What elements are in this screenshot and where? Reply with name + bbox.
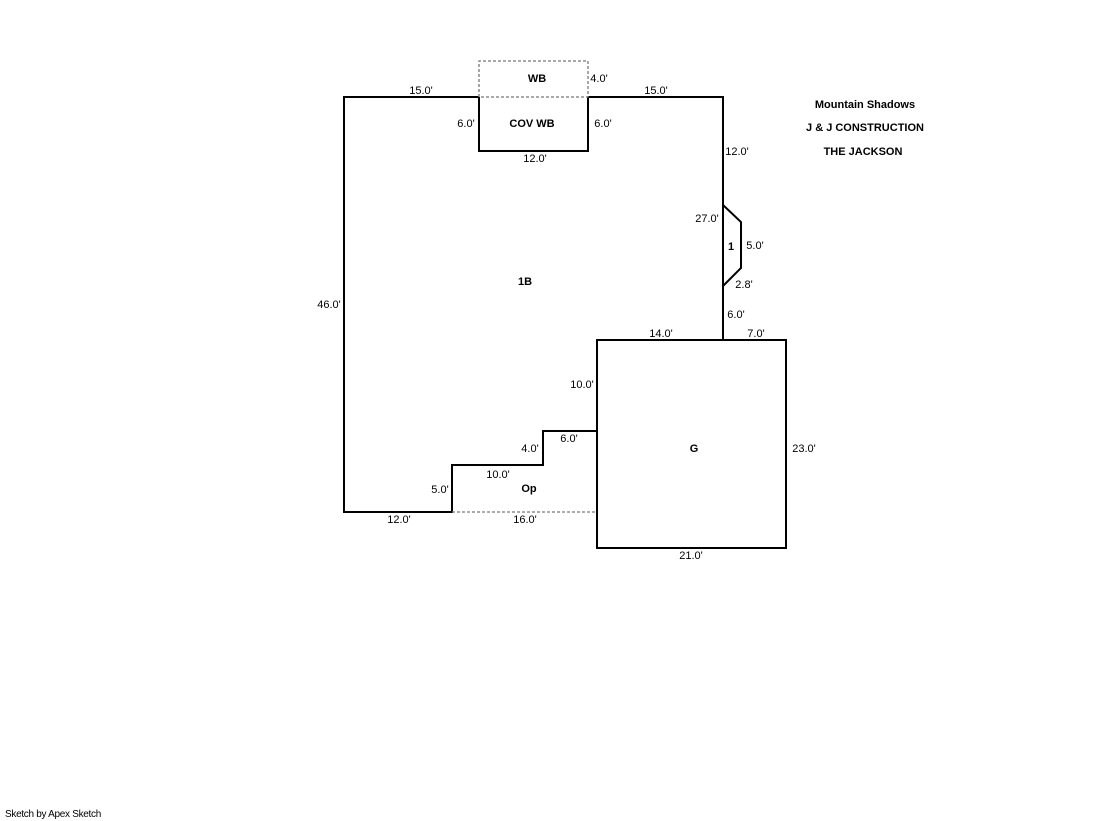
dim-top-left: 15.0' xyxy=(409,85,433,97)
dim-step-lower: 5.0' xyxy=(431,484,449,496)
dim-top-right: 15.0' xyxy=(644,85,668,97)
header-line-1: Mountain Shadows xyxy=(814,99,916,111)
dim-garage-bottom: 21.0' xyxy=(679,550,703,562)
footer-credit: Sketch by Apex Sketch xyxy=(5,809,101,820)
area-label-garage: G xyxy=(689,443,699,455)
area-label-cov-wb: COV WB xyxy=(509,118,555,130)
main-house-outline xyxy=(343,96,724,513)
dim-left-wall: 46.0' xyxy=(317,299,341,311)
dim-bay-angle: 2.8' xyxy=(735,279,753,291)
bay-window-outline xyxy=(722,204,742,287)
area-label-bay: 1 xyxy=(727,241,735,253)
header-line-3: THE JACKSON xyxy=(823,146,903,158)
dim-right-lower: 6.0' xyxy=(727,309,745,321)
garage-outline xyxy=(596,339,787,549)
dim-wb-side: 4.0' xyxy=(590,73,608,85)
dim-garage-left-upper: 10.0' xyxy=(570,379,594,391)
dim-bay-wall: 27.0' xyxy=(695,213,719,225)
dim-step-riser: 4.0' xyxy=(521,443,539,455)
dim-bottom-left: 12.0' xyxy=(387,514,411,526)
dim-porch-bottom: 16.0' xyxy=(513,514,537,526)
dim-cov-wb-left: 6.0' xyxy=(457,118,475,130)
area-label-1b: 1B xyxy=(517,276,533,288)
dim-garage-top-left: 14.0' xyxy=(649,328,673,340)
wb-dashed-outline xyxy=(478,60,589,98)
dim-garage-right: 23.0' xyxy=(792,443,816,455)
dim-cov-wb-right: 6.0' xyxy=(594,118,612,130)
area-label-wb: WB xyxy=(527,73,547,85)
dim-bay-front: 5.0' xyxy=(746,240,764,252)
dim-right-upper: 12.0' xyxy=(725,146,749,158)
header-line-2: J & J CONSTRUCTION xyxy=(806,122,924,134)
cov-wb-outline xyxy=(478,97,589,152)
dim-step-top: 6.0' xyxy=(560,433,578,445)
dim-garage-top-right: 7.0' xyxy=(747,328,765,340)
dim-cov-wb-bottom: 12.0' xyxy=(523,153,547,165)
area-label-porch: Op xyxy=(521,483,537,495)
dim-step-mid: 10.0' xyxy=(486,469,510,481)
